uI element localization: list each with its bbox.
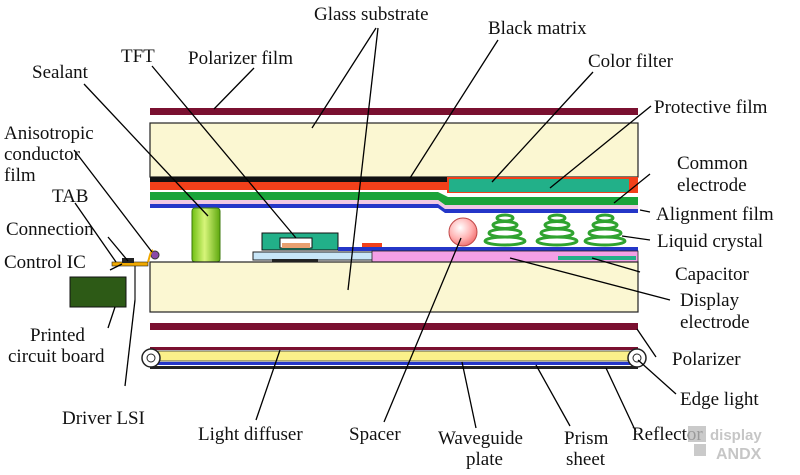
waveguide-plate <box>149 350 639 362</box>
lower-alignment-film <box>338 247 638 251</box>
light-diffuser <box>150 347 638 350</box>
label-glass-substrate: Glass substrate <box>314 4 429 25</box>
capacitor <box>558 256 636 260</box>
prism-sheet <box>150 362 638 365</box>
label-spacer: Spacer <box>349 424 401 445</box>
label-reflector: Reflector <box>632 424 703 445</box>
top-polarizer-film <box>150 108 638 115</box>
label-waveguide-line2: plate <box>466 449 503 470</box>
label-prism-line2: sheet <box>566 449 606 470</box>
label-control-ic: Control IC <box>4 252 86 273</box>
edge-light-left <box>141 348 161 368</box>
alignment-film <box>150 204 638 213</box>
tft-electrode <box>282 243 310 248</box>
watermark-logo: display ANDX <box>688 426 762 463</box>
label-color-filter: Color filter <box>588 51 674 72</box>
liquid-crystal <box>483 213 627 247</box>
protective-film <box>150 192 638 205</box>
watermark-text-top: display <box>710 427 762 444</box>
bottom-glass-substrate <box>149 261 639 313</box>
label-liquid-crystal: Liquid crystal <box>657 231 763 252</box>
common-electrode <box>150 200 638 209</box>
label-polarizer: Polarizer <box>672 349 741 370</box>
tft-gate <box>272 259 318 262</box>
label-driver-lsi: Driver LSI <box>62 408 145 429</box>
label-pcb-line2: circuit board <box>8 346 105 367</box>
label-light-diffuser: Light diffuser <box>198 424 303 445</box>
label-tab: TAB <box>52 186 88 207</box>
label-anisotropic-line3: film <box>4 165 36 186</box>
label-tft: TFT <box>121 46 155 67</box>
spacer-ball <box>448 217 478 247</box>
label-sealant: Sealant <box>32 62 89 83</box>
label-edge-light: Edge light <box>680 389 759 410</box>
label-waveguide-line1: Waveguide <box>438 428 523 449</box>
reflector <box>150 366 638 369</box>
watermark-text-bottom: ANDX <box>716 446 762 463</box>
capacitor-strip <box>362 243 382 248</box>
label-connection: Connection <box>6 219 94 240</box>
label-common-electrode-line1: Common <box>677 153 748 174</box>
label-display-electrode-line1: Display <box>680 290 740 311</box>
leader-lines <box>73 27 677 433</box>
sealant <box>191 207 221 263</box>
label-prism-line1: Prism <box>564 428 609 449</box>
printed-circuit-board <box>69 276 127 308</box>
label-display-electrode-line2: electrode <box>680 312 750 333</box>
top-glass-substrate <box>149 122 639 178</box>
label-pcb-line1: Printed <box>30 325 85 346</box>
label-alignment-film: Alignment film <box>656 204 774 225</box>
label-anisotropic-line2: conductor <box>4 144 81 165</box>
bottom-polarizer <box>150 323 638 330</box>
black-matrix <box>150 177 638 182</box>
tft-base <box>252 251 374 261</box>
label-protective-film: Protective film <box>654 97 768 118</box>
label-black-matrix: Black matrix <box>488 18 587 39</box>
label-capacitor: Capacitor <box>675 264 750 285</box>
color-filter-teal <box>449 179 629 192</box>
label-anisotropic-line1: Anisotropic <box>4 123 94 144</box>
label-polarizer-film: Polarizer film <box>188 48 293 69</box>
label-common-electrode-line2: electrode <box>677 175 747 196</box>
